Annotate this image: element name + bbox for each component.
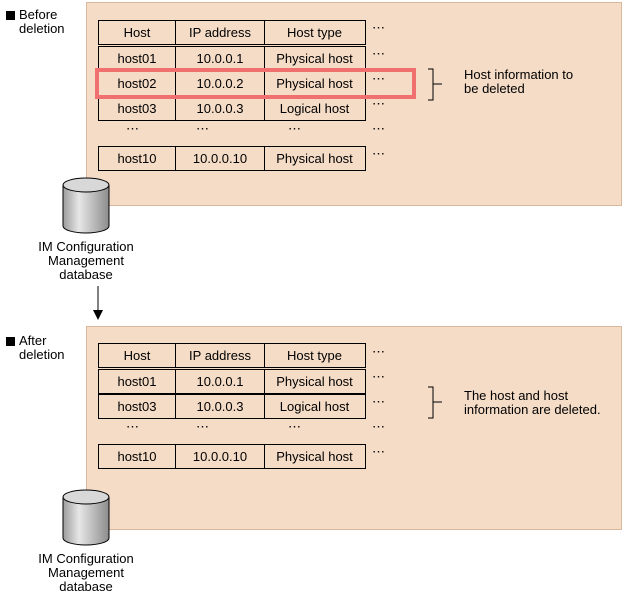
cell-host: host03 [99, 97, 176, 120]
before-deletion-label: Before deletion [6, 8, 65, 36]
cell-host-type: Physical host [276, 449, 353, 464]
ellipsis: ⋯ [372, 46, 386, 61]
ellipsis: ⋯ [126, 121, 140, 136]
cell-ip: 10.0.0.10 [176, 147, 265, 170]
header-ip-address: IP address [176, 344, 265, 367]
bullet-square-icon [6, 337, 15, 346]
after-header-row: Host IP address Host type [98, 343, 366, 368]
table-row: host03 10.0.0.3 Logical host [98, 394, 366, 419]
cell-host-type: Logical host [279, 399, 350, 414]
ellipsis: ⋯ [372, 20, 386, 35]
database-label-line1: IM Configuration [38, 239, 134, 254]
database-label: IM Configuration Management database [26, 552, 146, 594]
header-host-type: Host type [287, 25, 342, 40]
cell-ip: 10.0.0.3 [176, 97, 265, 120]
before-label-line2: deletion [19, 21, 65, 36]
ellipsis: ⋯ [196, 419, 210, 434]
cell-host: host01 [99, 370, 176, 393]
before-header-row: Host IP address Host type [98, 20, 366, 45]
cell-host: host10 [99, 445, 176, 468]
cell-host-type: Physical host [276, 76, 353, 91]
cell-ip: 10.0.0.1 [176, 370, 265, 393]
database-label-line3: database [59, 579, 113, 594]
table-row: host01 10.0.0.1 Physical host [98, 46, 366, 71]
ellipsis: ⋯ [372, 121, 386, 136]
header-host: Host [99, 344, 176, 367]
table-row: host03 10.0.0.3 Logical host [98, 96, 366, 121]
down-arrow-icon [93, 286, 103, 320]
database-label: IM Configuration Management database [26, 240, 146, 282]
after-note-line1: The host and host [464, 388, 569, 403]
cell-host: host10 [99, 147, 176, 170]
after-note: The host and host information are delete… [464, 389, 601, 417]
cell-ip: 10.0.0.3 [176, 395, 265, 418]
ellipsis: ⋯ [372, 444, 386, 459]
after-note-line2: information are deleted. [464, 402, 601, 417]
cell-host: host02 [99, 72, 176, 95]
ellipsis: ⋯ [372, 394, 386, 409]
database-label-line2: Management [48, 253, 124, 268]
before-note-line2: be deleted [464, 81, 525, 96]
after-label-line2: deletion [19, 347, 65, 362]
bracket-icon [428, 386, 442, 419]
after-label-line1: After [19, 333, 47, 348]
ellipsis: ⋯ [372, 344, 386, 359]
cell-host-type: Physical host [276, 51, 353, 66]
cell-host: host01 [99, 47, 176, 70]
header-host-type: Host type [287, 348, 342, 363]
deletion-highlight [95, 68, 416, 99]
ellipsis: ⋯ [372, 71, 386, 86]
ellipsis: ⋯ [372, 146, 386, 161]
cell-host-type: Physical host [276, 374, 353, 389]
ellipsis: ⋯ [196, 121, 210, 136]
before-note-line1: Host information to [464, 67, 574, 82]
table-row: host01 10.0.0.1 Physical host [98, 369, 366, 394]
bullet-square-icon [6, 11, 15, 20]
table-row: host10 10.0.0.10 Physical host [98, 146, 366, 171]
table-row: host10 10.0.0.10 Physical host [98, 444, 366, 469]
database-icon [62, 177, 110, 234]
ellipsis: ⋯ [126, 419, 140, 434]
ellipsis: ⋯ [372, 96, 386, 111]
cell-ip: 10.0.0.2 [176, 72, 265, 95]
ellipsis: ⋯ [288, 121, 302, 136]
database-icon [62, 489, 110, 546]
cell-ip: 10.0.0.10 [176, 445, 265, 468]
ellipsis: ⋯ [372, 419, 386, 434]
ellipsis: ⋯ [288, 419, 302, 434]
before-label-line1: Before [19, 7, 58, 22]
after-deletion-label: After deletion [6, 334, 65, 362]
cell-host: host03 [99, 395, 176, 418]
database-label-line1: IM Configuration [38, 551, 134, 566]
database-label-line2: Management [48, 565, 124, 580]
ellipsis: ⋯ [372, 369, 386, 384]
cell-ip: 10.0.0.1 [176, 47, 265, 70]
cell-host-type: Physical host [276, 151, 353, 166]
before-note: Host information to be deleted [464, 68, 573, 96]
database-label-line3: database [59, 267, 113, 282]
bracket-icon [428, 68, 442, 101]
header-ip-address: IP address [176, 21, 265, 44]
header-host: Host [99, 21, 176, 44]
cell-host-type: Logical host [279, 101, 350, 116]
